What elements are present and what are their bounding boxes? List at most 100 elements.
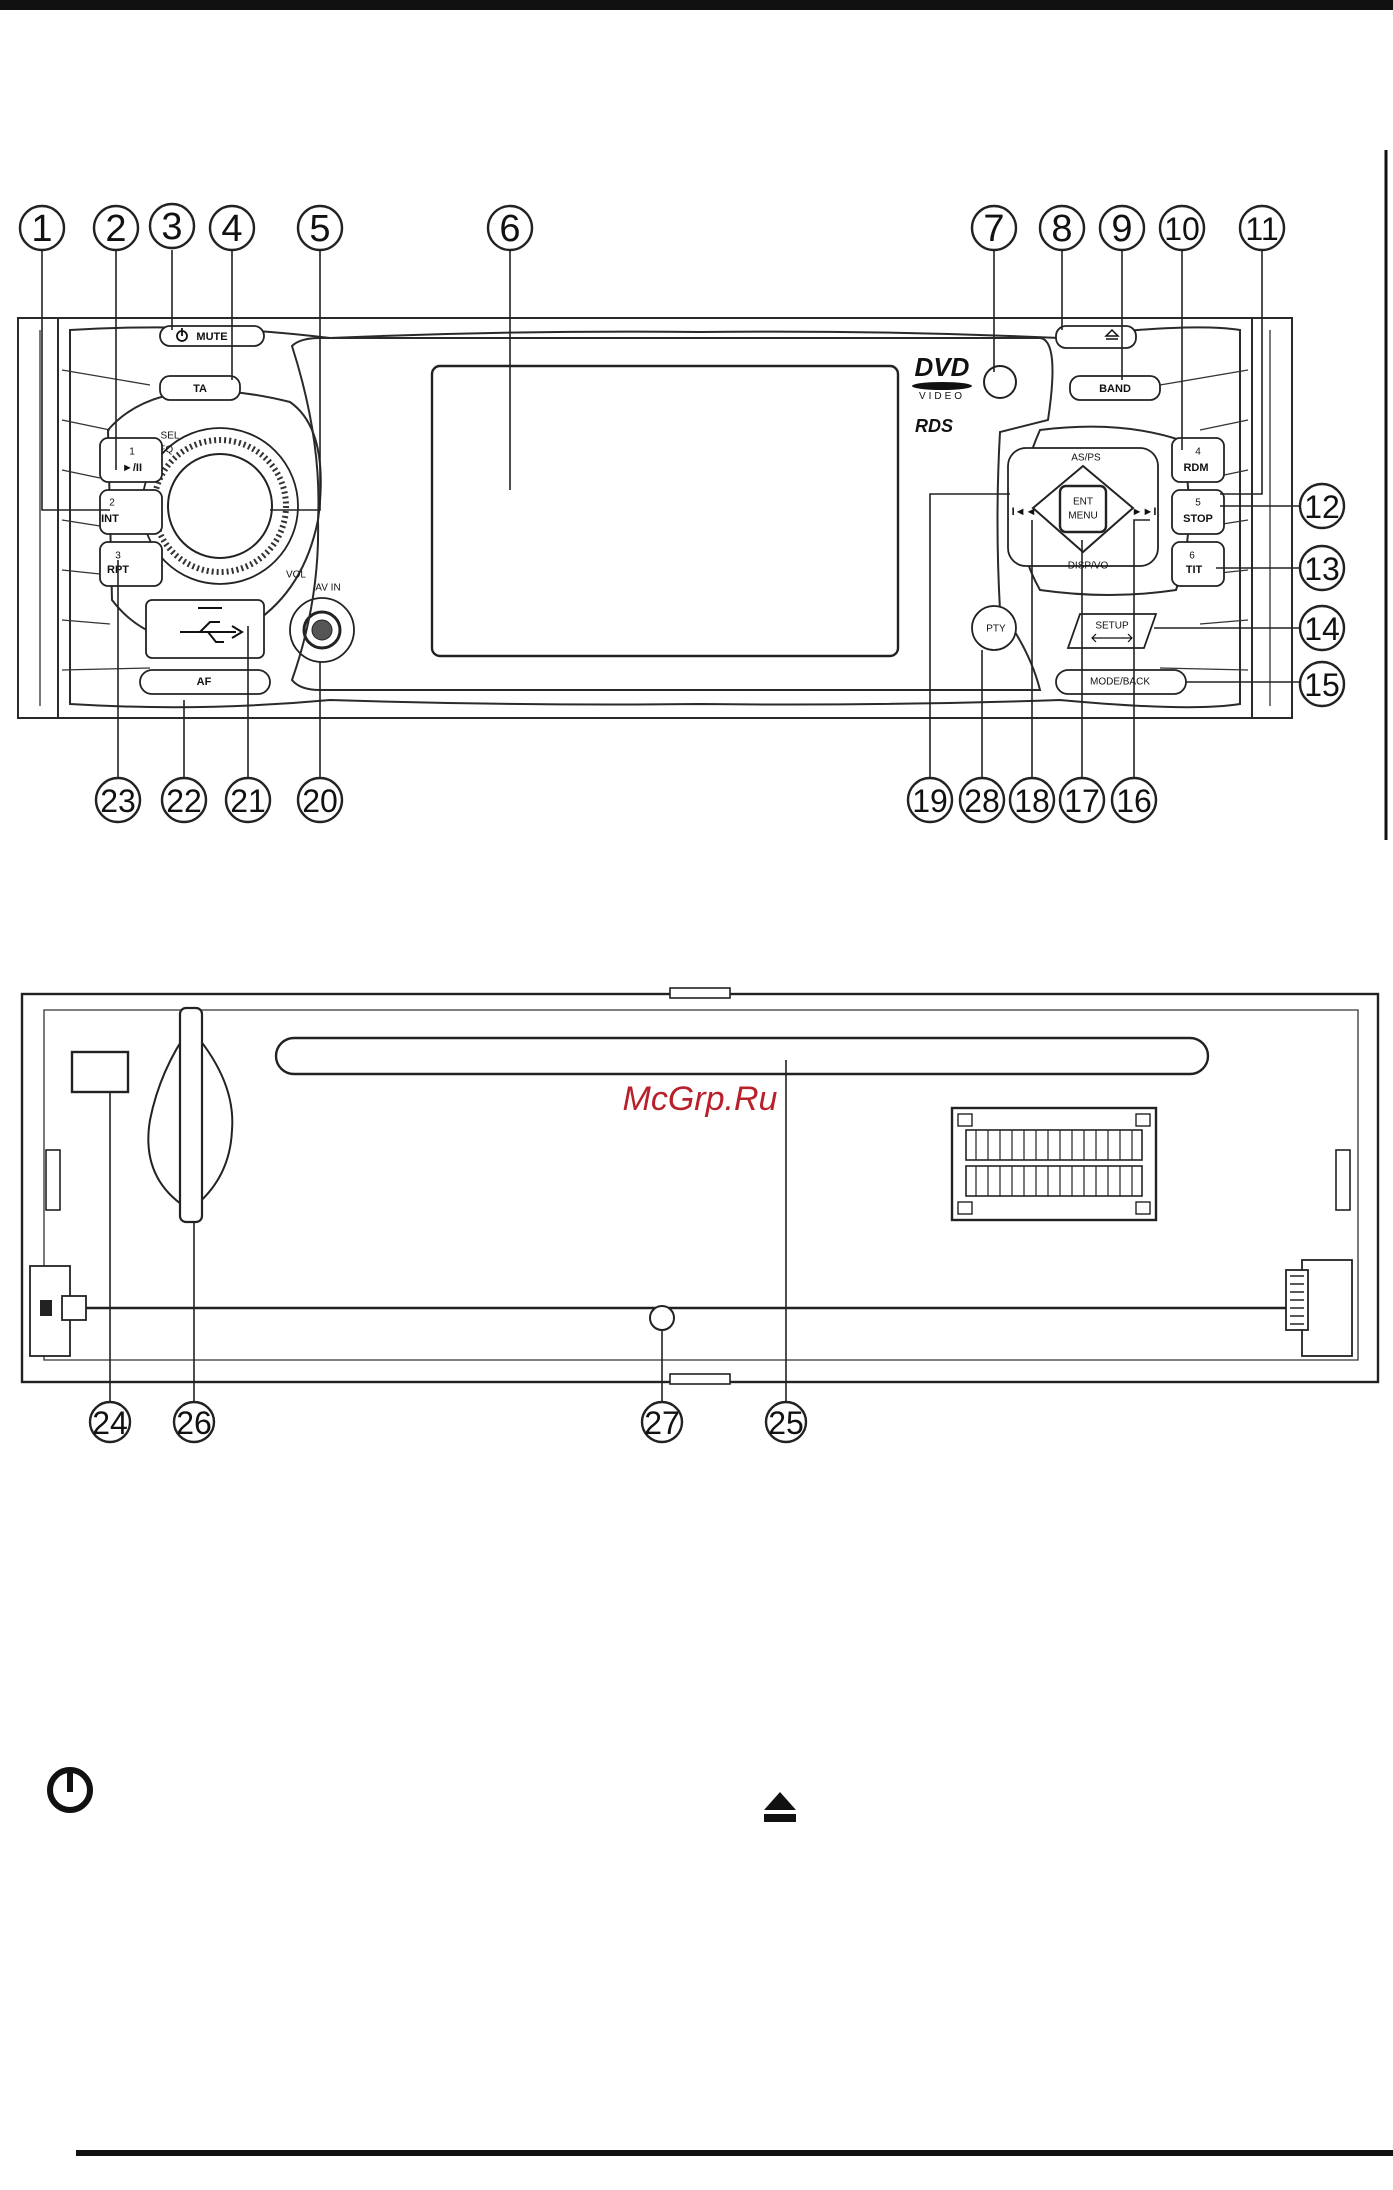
svg-text:3: 3	[161, 206, 182, 248]
svg-text:21: 21	[230, 783, 266, 819]
band-button[interactable]: BAND	[1070, 376, 1160, 400]
tit-button[interactable]: 6 TIT	[1172, 542, 1224, 586]
dvd-logo-text: DVD	[915, 352, 970, 382]
callout-6: 6	[488, 206, 532, 250]
svg-text:11: 11	[1245, 211, 1278, 247]
disc-slot[interactable]	[276, 1038, 1208, 1074]
mode-back-button[interactable]: MODE/BACK	[1056, 670, 1186, 694]
av-in-label: AV IN	[315, 583, 340, 594]
rear-panel: 24 26 27 25	[22, 988, 1378, 1442]
rear-connector	[952, 1108, 1156, 1220]
ta-button[interactable]: TA	[160, 376, 240, 400]
svg-text:19: 19	[912, 783, 948, 819]
svg-text:15: 15	[1304, 667, 1340, 703]
svg-text:STOP: STOP	[1183, 513, 1213, 525]
svg-text:MODE/BACK: MODE/BACK	[1090, 677, 1150, 688]
screw-hole	[650, 1306, 674, 1330]
svg-text:7: 7	[983, 208, 1004, 250]
svg-text:20: 20	[302, 783, 338, 819]
svg-text:4: 4	[221, 208, 242, 250]
svg-text:10: 10	[1164, 211, 1200, 247]
svg-text:ENT: ENT	[1073, 497, 1093, 508]
eject-icon	[764, 1792, 796, 1822]
nav-pad[interactable]: ENT MENU AS/PS DISP/VO I◄◄ ►►I	[1008, 448, 1158, 572]
prev-button[interactable]: I◄◄	[1012, 506, 1037, 518]
callout-27: 27	[642, 1402, 682, 1442]
svg-text:26: 26	[176, 1405, 212, 1441]
ent-menu-button[interactable]	[1060, 486, 1106, 532]
as-ps-label: AS/PS	[1071, 453, 1101, 464]
play-pause-button[interactable]: 1 ►/II	[100, 438, 162, 482]
svg-text:23: 23	[100, 783, 136, 819]
callout-19: 19	[908, 778, 952, 822]
svg-text:RDM: RDM	[1183, 462, 1208, 474]
callout-21: 21	[226, 778, 270, 822]
callout-16: 16	[1112, 778, 1156, 822]
callout-9: 9	[1100, 206, 1144, 250]
callout-18: 18	[1010, 778, 1054, 822]
dvd-logo-subtext: VIDEO	[919, 391, 965, 402]
svg-text:1: 1	[129, 447, 135, 458]
callout-1: 1	[20, 206, 64, 250]
disp-vo-label: DISP/VO	[1068, 561, 1109, 572]
mute-label: MUTE	[196, 331, 227, 343]
svg-text:4: 4	[1195, 447, 1201, 458]
svg-text:5: 5	[309, 208, 330, 250]
svg-text:8: 8	[1051, 208, 1072, 250]
callout-4: 4	[210, 206, 254, 250]
front-panel: VOL SEL EQ MUTE TA 1 ►/II 2 INT 3	[18, 204, 1344, 822]
pty-button[interactable]: PTY	[972, 606, 1016, 650]
callout-14: 14	[1300, 606, 1344, 650]
svg-text:1: 1	[31, 208, 52, 250]
sel-label: SEL	[161, 431, 180, 442]
rds-logo: RDS	[915, 416, 953, 436]
right-side-slot	[1336, 1150, 1350, 1210]
usb-port[interactable]	[146, 600, 264, 658]
top-tab	[670, 988, 730, 998]
svg-text:13: 13	[1304, 551, 1340, 587]
int-button[interactable]: 2 INT	[100, 490, 162, 534]
rpt-button[interactable]: 3 RPT	[100, 542, 162, 586]
svg-text:PTY: PTY	[986, 624, 1006, 635]
svg-text:2: 2	[109, 498, 115, 509]
svg-text:16: 16	[1116, 783, 1152, 819]
callout-20: 20	[298, 778, 342, 822]
callout-11: 11	[1240, 206, 1284, 250]
bottom-rule	[76, 2150, 1393, 2156]
svg-text:5: 5	[1195, 498, 1201, 509]
svg-text:INT: INT	[101, 513, 119, 525]
svg-text:3: 3	[115, 551, 121, 562]
svg-text:17: 17	[1064, 783, 1100, 819]
stop-button[interactable]: 5 STOP	[1172, 490, 1224, 534]
svg-text:12: 12	[1304, 489, 1340, 525]
svg-text:TIT: TIT	[1186, 564, 1203, 576]
svg-text:9: 9	[1111, 208, 1132, 250]
callout-17: 17	[1060, 778, 1104, 822]
svg-text:27: 27	[644, 1405, 680, 1441]
reset-button[interactable]	[72, 1052, 128, 1092]
callout-13: 13	[1300, 546, 1344, 590]
svg-text:BAND: BAND	[1099, 383, 1131, 395]
svg-text:MENU: MENU	[1068, 511, 1097, 522]
callout-12: 12	[1300, 484, 1344, 528]
af-button[interactable]: AF	[140, 670, 270, 694]
callout-8: 8	[1040, 206, 1084, 250]
callout-24: 24	[90, 1402, 130, 1442]
left-side-slot	[46, 1150, 60, 1210]
callout-10: 10	[1160, 206, 1204, 250]
eject-button[interactable]	[1056, 326, 1136, 348]
svg-text:►/II: ►/II	[122, 462, 142, 474]
top-rule	[0, 0, 1393, 10]
callout-2: 2	[94, 206, 138, 250]
next-button[interactable]: ►►I	[1132, 506, 1157, 518]
svg-text:22: 22	[166, 783, 202, 819]
av-in-jack[interactable]	[290, 598, 354, 662]
callout-5: 5	[298, 206, 342, 250]
callout-7: 7	[972, 206, 1016, 250]
mute-button[interactable]: MUTE	[160, 326, 264, 346]
callout-28: 28	[960, 778, 1004, 822]
rdm-button[interactable]: 4 RDM	[1172, 438, 1224, 482]
watermark: McGrp.Ru	[623, 1080, 778, 1118]
svg-text:AF: AF	[197, 676, 212, 688]
power-icon	[50, 1770, 90, 1810]
